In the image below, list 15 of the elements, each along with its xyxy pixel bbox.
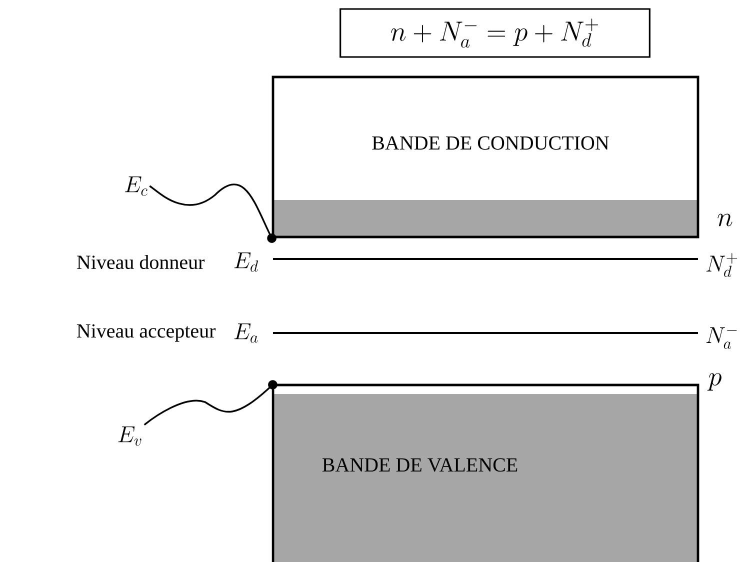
energy-label: $E_v$	[118, 426, 142, 446]
band-letter: $n$	[718, 214, 732, 226]
equation-box: $n+N_a^- = p+N_d^+$	[340, 8, 650, 58]
energy-label: $E_a$	[234, 323, 258, 343]
leader-line	[144, 380, 278, 426]
energy-label: $E_d$	[234, 252, 258, 272]
band-letter: $p$	[707, 373, 722, 391]
level-name: Niveau donneur	[77, 254, 205, 270]
energy-label: $E_c$	[125, 176, 148, 196]
charge-label: $N_d^+$	[706, 253, 738, 278]
charge-label: $N_a^-$	[706, 327, 737, 349]
conduction-band-box: BANDE DE CONDUCTION	[272, 76, 700, 238]
level-name: Niveau accepteur	[76, 324, 216, 342]
valence-band-box: BANDE DE VALENCE	[272, 384, 700, 562]
leader-line	[149, 184, 276, 243]
